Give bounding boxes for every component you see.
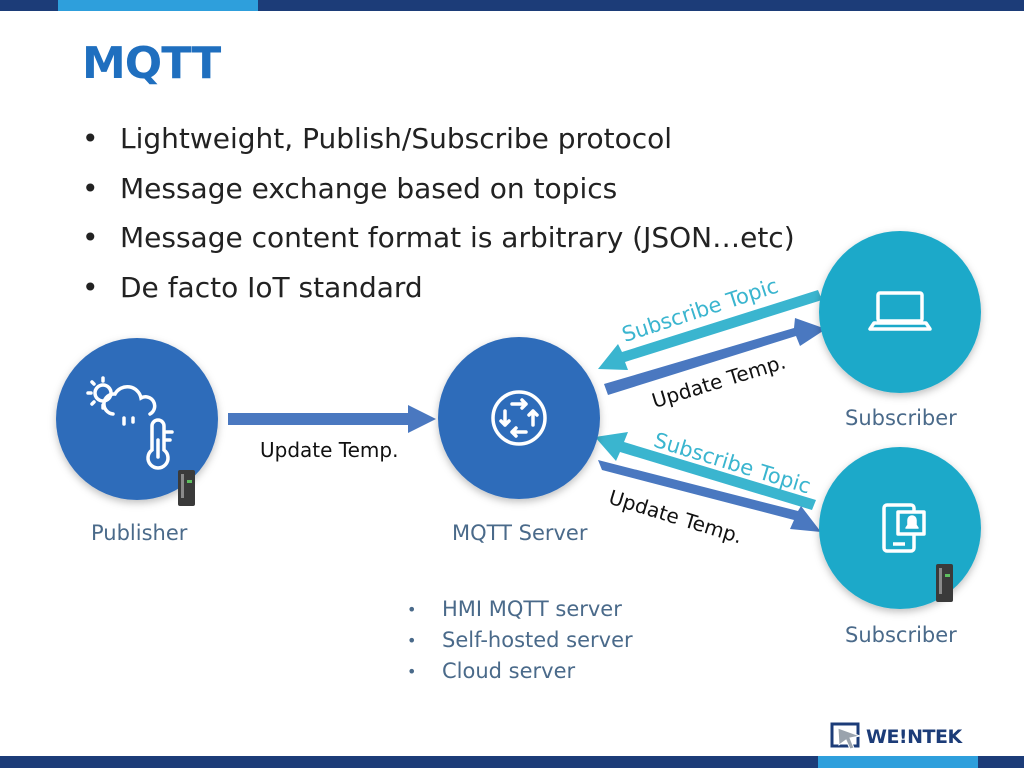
bottom-bar-accent (818, 756, 978, 768)
server-option-text: Cloud server (442, 659, 576, 683)
bullet-text: De facto IoT standard (120, 270, 423, 304)
bullet-item: • Message content format is arbitrary (JS… (82, 218, 795, 268)
publisher-node (56, 338, 218, 506)
bullet-list: • Lightweight, Publish/Subscribe protocol… (82, 119, 795, 317)
subscriber-top-node (819, 231, 981, 393)
subscriber-bottom-label: Subscriber (845, 623, 957, 647)
device-icon (936, 564, 953, 602)
bullet-text: Lightweight, Publish/Subscribe protocol (120, 122, 673, 155)
subscriber-top-label: Subscriber (845, 406, 957, 430)
bullet-text: Message exchange based on topics (120, 171, 618, 205)
top-bar-accent (58, 0, 258, 11)
bullet-dot: • (82, 122, 99, 155)
logo-text: WE!NTEK (866, 726, 962, 748)
weintek-logo: WE!NTEK (830, 722, 970, 752)
weintek-logo-icon (830, 722, 862, 750)
bottom-subscribe-arrow (595, 432, 816, 510)
weather-thermometer-icon (86, 376, 174, 470)
server-option-text: Self-hosted server (442, 628, 633, 652)
bullet-text: Message content format is arbitrary (JSO… (120, 221, 795, 254)
publisher-to-server-arrow (228, 405, 436, 433)
tablet-alarm-icon (882, 503, 926, 553)
laptop-icon (868, 291, 932, 331)
top-bar (0, 0, 1024, 11)
server-option-text: HMI MQTT server (442, 597, 622, 621)
server-option-item: •HMI MQTT server (407, 597, 622, 621)
bullet-dot: • (82, 221, 99, 254)
bullet-item: • De facto IoT standard (82, 268, 795, 318)
publisher-label: Publisher (91, 521, 188, 545)
bullet-dot: • (82, 171, 99, 205)
bullet-dot: • (82, 270, 99, 304)
slide-title: MQTT (82, 38, 221, 89)
bullet-item: • Message exchange based on topics (82, 169, 795, 219)
server-option-item: •Self-hosted server (407, 628, 633, 652)
mqtt-server-label: MQTT Server (452, 521, 588, 545)
publisher-update-caption: Update Temp. (260, 438, 399, 462)
bottom-update-arrow (598, 460, 821, 532)
device-icon (178, 470, 195, 506)
router-icon (491, 390, 547, 446)
subscriber-bottom-node (819, 447, 981, 609)
server-options-list: •HMI MQTT server •Self-hosted server •Cl… (407, 594, 633, 687)
top-subscribe-arrow (598, 290, 822, 370)
bottom-bar (0, 756, 1024, 768)
top-update-arrow (604, 318, 826, 395)
server-option-item: •Cloud server (407, 659, 576, 683)
mqtt-server-node (438, 337, 600, 499)
bullet-item: • Lightweight, Publish/Subscribe protocol (82, 119, 795, 169)
